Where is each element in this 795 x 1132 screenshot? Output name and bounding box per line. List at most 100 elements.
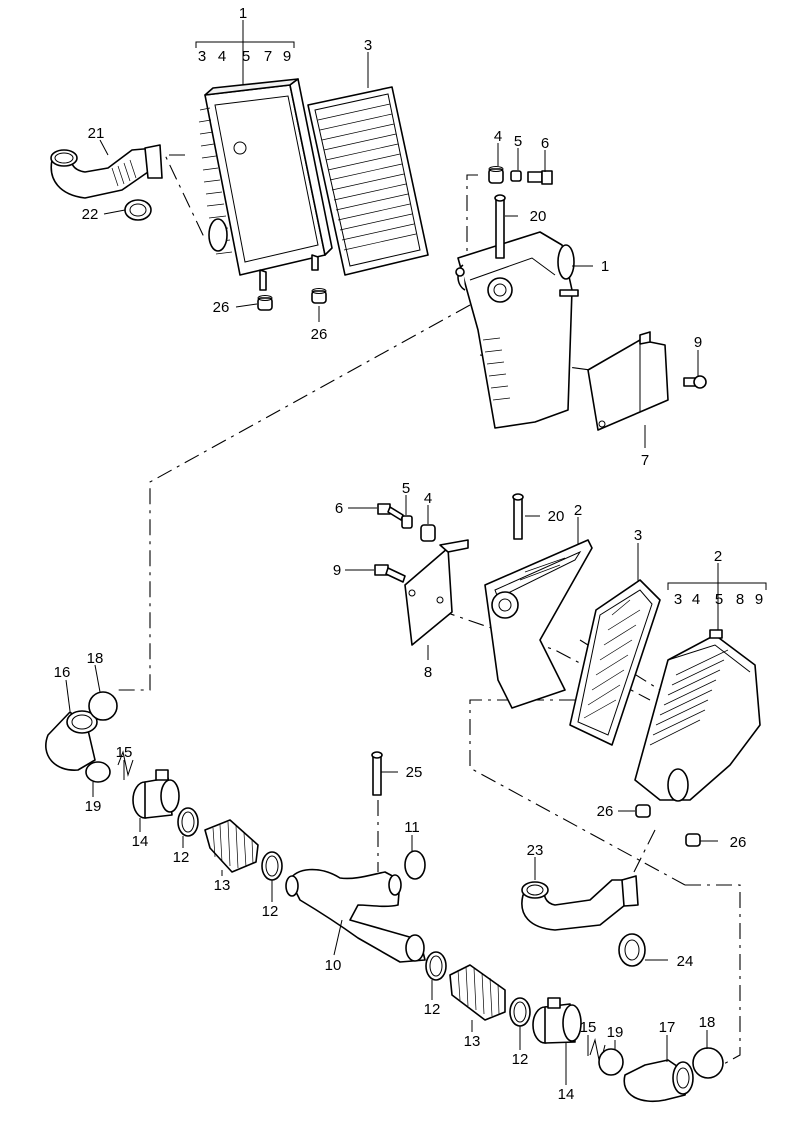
callout-2-sub-a: 3 <box>674 591 682 608</box>
callout-4-top: 4 <box>494 128 502 145</box>
clamp-12-b <box>261 851 283 881</box>
air-mass-meter-14-right <box>532 997 582 1044</box>
callout-2-sub-d: 8 <box>736 591 744 608</box>
callout-25: 25 <box>406 764 423 781</box>
callout-21: 21 <box>88 125 105 142</box>
top-air-filter-housing <box>198 78 333 291</box>
leader-lines <box>65 20 767 1085</box>
callout-13-left: 13 <box>214 877 231 894</box>
callout-14-left: 14 <box>132 833 149 850</box>
callout-18-left: 18 <box>87 650 104 667</box>
callout-16: 16 <box>54 664 71 681</box>
callout-1-sub-c: 5 <box>242 48 250 65</box>
callout-12-b: 12 <box>262 903 279 920</box>
callout-1-top: 1 <box>239 5 247 22</box>
callout-8: 8 <box>424 664 432 681</box>
callout-2-sub-b: 4 <box>692 591 700 608</box>
callout-22: 22 <box>82 206 99 223</box>
callout-26-d: 26 <box>730 834 747 851</box>
intake-pipe-23 <box>521 875 639 931</box>
callout-20-mid: 20 <box>548 508 565 525</box>
air-mass-meter-14-left <box>132 769 180 819</box>
clamp-12-c <box>425 951 447 981</box>
y-pipe-10 <box>285 868 426 963</box>
side-housing-1 <box>455 231 579 429</box>
callout-13-right: 13 <box>464 1033 481 1050</box>
bolt-20-mid <box>512 493 524 540</box>
callout-9-mid: 9 <box>333 562 341 579</box>
callout-11: 11 <box>404 819 420 836</box>
callout-12-c: 12 <box>424 1001 441 1018</box>
callout-10: 10 <box>325 957 342 974</box>
clamp-12-a <box>177 807 199 837</box>
filter-element-3-mid <box>569 579 661 746</box>
callout-2-sub-e: 9 <box>755 591 763 608</box>
housing-lower-2 <box>484 539 593 709</box>
grommet-26-right-b <box>685 833 701 847</box>
callout-17: 17 <box>659 1019 676 1036</box>
ring-19-right <box>598 1048 624 1076</box>
bolt-20-top <box>494 194 506 259</box>
grommet-26-right-a <box>635 804 651 818</box>
bellows-13-right <box>449 964 506 1021</box>
nut-4-top <box>488 166 504 184</box>
housing-upper-2-right <box>634 629 761 802</box>
callout-7: 7 <box>641 452 649 469</box>
callout-23: 23 <box>527 842 544 859</box>
nut-4-mid <box>420 524 436 542</box>
callout-9-top: 9 <box>694 334 702 351</box>
clip-15-left <box>117 750 134 777</box>
callout-15-right: 15 <box>580 1019 597 1036</box>
bracket-8 <box>404 539 469 646</box>
callout-1-sub-b: 4 <box>218 48 226 65</box>
callout-3-mid: 3 <box>634 527 642 544</box>
callout-labels: 1 3 4 5 7 9 3 4 5 6 20 1 9 7 21 22 26 26… <box>54 5 764 1103</box>
top-filter-element <box>307 86 429 276</box>
callout-1-sub-d: 7 <box>264 48 272 65</box>
seal-18-left <box>88 691 118 721</box>
grommet-26-top-left <box>257 295 273 311</box>
screw-9-mid <box>374 564 406 583</box>
callout-2-mid: 2 <box>574 502 582 519</box>
seal-ring-22 <box>124 199 152 221</box>
callout-2-right: 2 <box>714 548 722 565</box>
callout-20-top: 20 <box>530 208 547 225</box>
bolt-6-mid <box>377 503 404 521</box>
callout-6-mid: 6 <box>335 500 343 517</box>
elbow-16 <box>45 710 98 771</box>
callout-12-a: 12 <box>173 849 190 866</box>
callout-5-mid: 5 <box>402 480 410 497</box>
callout-6-top: 6 <box>541 135 549 152</box>
intake-pipe-21 <box>50 144 163 199</box>
callout-26-c: 26 <box>597 803 614 820</box>
callout-18-right: 18 <box>699 1014 716 1031</box>
callout-19-right: 19 <box>607 1024 624 1041</box>
filter-pleats <box>317 103 417 251</box>
callout-5-top: 5 <box>514 133 522 150</box>
screw-9-top <box>683 375 707 389</box>
callout-24: 24 <box>677 953 694 970</box>
grommet-26-top-right <box>311 288 327 304</box>
callout-1-sub-e: 9 <box>283 48 291 65</box>
callout-15-left: 15 <box>116 744 133 761</box>
callout-12-d: 12 <box>512 1051 529 1068</box>
ring-19-left <box>85 761 111 783</box>
callout-2-sub-c: 5 <box>715 591 723 608</box>
clamp-12-d <box>509 997 531 1027</box>
washer-5-mid <box>401 515 413 529</box>
callout-26-b: 26 <box>311 326 328 343</box>
bolt-6-top <box>527 170 553 185</box>
callout-26-a: 26 <box>213 299 230 316</box>
callout-14-right: 14 <box>558 1086 575 1103</box>
bracket-7 <box>587 331 669 431</box>
elbow-17 <box>623 1059 694 1102</box>
seal-18-right <box>692 1047 724 1079</box>
bellows-13-left <box>204 819 259 873</box>
callout-19-left: 19 <box>85 798 102 815</box>
callout-3-top: 3 <box>364 37 372 54</box>
washer-5-top <box>510 170 522 182</box>
callout-1-housing: 1 <box>601 258 609 275</box>
seal-ring-24 <box>618 933 646 967</box>
seal-11 <box>404 850 426 880</box>
